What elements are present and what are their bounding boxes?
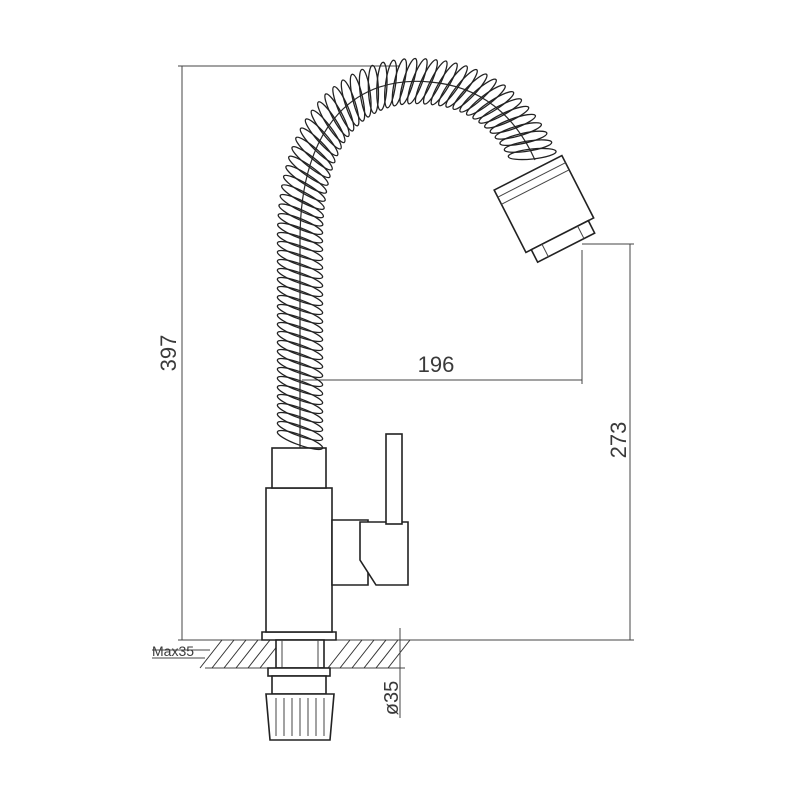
coil-loop bbox=[277, 212, 324, 236]
coil-loop bbox=[276, 276, 324, 298]
spring-hose bbox=[276, 57, 557, 451]
under-counter-fittings bbox=[265, 639, 335, 741]
coil-loop bbox=[276, 420, 324, 442]
coil-loop bbox=[507, 147, 557, 161]
coil-loop bbox=[276, 393, 324, 415]
coil-loop bbox=[276, 339, 324, 361]
coil-loop bbox=[499, 130, 548, 147]
coil-loop bbox=[285, 165, 328, 194]
coil-loop bbox=[276, 321, 324, 343]
coil-loop bbox=[459, 78, 497, 113]
coil-loop bbox=[295, 136, 333, 171]
coil-loop bbox=[278, 203, 324, 227]
coil-loop bbox=[367, 64, 380, 115]
main-body bbox=[265, 487, 333, 633]
coil-loop bbox=[376, 61, 388, 111]
washer bbox=[267, 667, 331, 677]
coil-loop bbox=[489, 113, 537, 134]
coil-loop bbox=[494, 122, 543, 140]
coil-loop bbox=[438, 65, 468, 107]
hose-collar bbox=[271, 447, 327, 489]
coil-loop bbox=[291, 146, 331, 179]
coil-loop bbox=[317, 101, 346, 144]
coil-loop bbox=[279, 193, 325, 219]
coil-loop bbox=[276, 384, 324, 406]
max-thickness-label: Max35 bbox=[152, 643, 194, 659]
faucet-body bbox=[261, 433, 409, 641]
coil-loop bbox=[445, 68, 478, 108]
coil-loop bbox=[391, 58, 408, 107]
coil-loop bbox=[407, 58, 428, 105]
lever-handle bbox=[385, 433, 403, 525]
coil-loop bbox=[276, 231, 324, 253]
nut-top bbox=[271, 675, 327, 695]
total-height-label: 397 bbox=[156, 335, 181, 372]
coil-loop bbox=[276, 348, 324, 370]
spray-nozzle bbox=[530, 219, 596, 264]
coil-loop bbox=[332, 85, 355, 132]
spout-reach-dimension: 196 bbox=[302, 250, 583, 384]
coil-loop bbox=[503, 139, 553, 153]
coil-loop bbox=[299, 127, 336, 164]
coil-loop bbox=[276, 249, 324, 271]
coil-loop bbox=[281, 184, 325, 210]
spout-reach-label: 196 bbox=[418, 352, 455, 377]
coil-loop bbox=[310, 109, 342, 150]
coil-loop bbox=[276, 312, 324, 334]
coil-loop bbox=[465, 84, 506, 116]
countertop-hatch-left bbox=[199, 639, 283, 669]
coil-loop bbox=[472, 91, 515, 120]
coil-loop bbox=[276, 375, 324, 397]
coil-loop bbox=[276, 402, 324, 424]
fixing-nut-ribs bbox=[275, 698, 325, 736]
coil-loop bbox=[399, 57, 418, 106]
coil-loop bbox=[288, 155, 329, 186]
total-height-dimension: 397 bbox=[156, 65, 400, 641]
hose-coil bbox=[276, 57, 557, 451]
coil-loop bbox=[422, 60, 448, 105]
coil-loop bbox=[276, 258, 324, 280]
hole-diameter-dimension: ø35 bbox=[381, 628, 404, 718]
spray-head bbox=[493, 154, 596, 264]
base-flange bbox=[261, 631, 337, 641]
coil-loop bbox=[282, 174, 326, 202]
threaded-shank bbox=[275, 639, 325, 669]
hole-diameter-label: ø35 bbox=[381, 681, 403, 715]
coil-loop bbox=[340, 79, 360, 127]
coil-loop bbox=[276, 366, 324, 388]
coil-loop bbox=[276, 285, 324, 307]
coil-loop bbox=[276, 294, 324, 316]
coil-loop bbox=[484, 105, 530, 129]
coil-loop bbox=[276, 357, 324, 379]
coil-loop bbox=[276, 330, 324, 352]
coil-loop bbox=[324, 93, 350, 138]
coil-loop bbox=[384, 59, 398, 109]
coil-loop bbox=[358, 68, 372, 118]
spout-height-dimension: 273 bbox=[400, 243, 634, 641]
coil-loop bbox=[276, 429, 324, 451]
coil-loop bbox=[430, 62, 458, 106]
coil-loop bbox=[304, 118, 339, 157]
coil-loop bbox=[276, 303, 324, 325]
coil-loop bbox=[276, 411, 324, 433]
coil-loop bbox=[276, 240, 324, 262]
coil-loop bbox=[276, 267, 324, 289]
coil-loop bbox=[478, 98, 523, 124]
spout-height-label: 273 bbox=[606, 422, 631, 459]
countertop-hatch-right bbox=[327, 639, 411, 669]
coil-loop bbox=[452, 73, 488, 111]
coil-loop bbox=[414, 59, 438, 105]
coil-loop bbox=[349, 73, 366, 122]
lever-connector bbox=[331, 519, 369, 586]
coil-loop bbox=[277, 222, 324, 244]
